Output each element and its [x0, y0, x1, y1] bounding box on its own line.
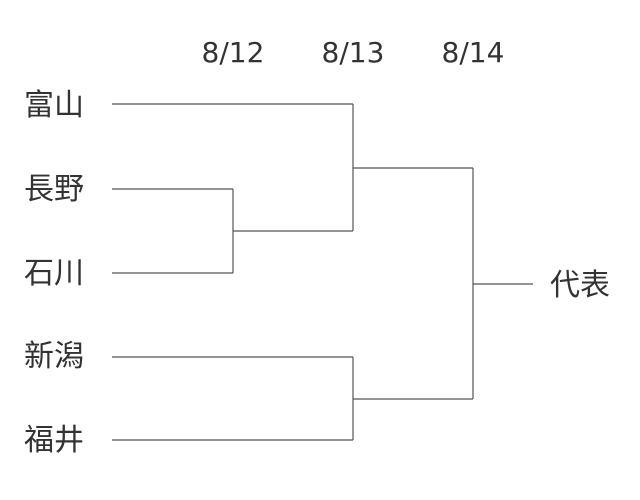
team-3: 石川	[24, 256, 84, 291]
team-4: 新潟	[24, 339, 84, 374]
team-1: 富山	[24, 88, 84, 123]
team-2: 長野	[24, 172, 84, 207]
round-date-1: 8/12	[202, 36, 265, 69]
round-date-2: 8/13	[322, 36, 385, 69]
round-date-3: 8/14	[442, 36, 505, 69]
winner-label: 代表	[550, 268, 610, 303]
team-5: 福井	[24, 423, 84, 458]
bracket-lines	[112, 103, 533, 441]
